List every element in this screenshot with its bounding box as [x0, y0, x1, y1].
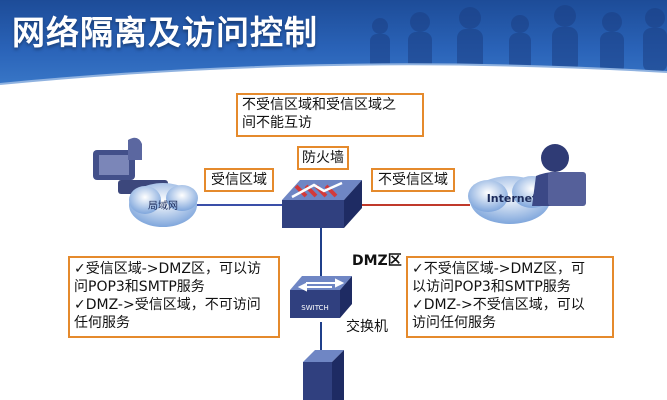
- header-banner: 网络隔离及访问控制: [0, 0, 667, 90]
- trusted-zone-box: 受信区域: [204, 168, 274, 192]
- left-rule-line-1: ✓受信区域->DMZ区，可以访: [74, 261, 261, 277]
- right-rules-box: ✓不受信区域->DMZ区，可 以访问POP3和SMTP服务 ✓DMZ->不受信区…: [406, 256, 614, 338]
- right-rule-line-2: 以访问POP3和SMTP服务: [412, 279, 571, 295]
- untrusted-zone-label: 不受信区域: [378, 172, 448, 188]
- internet-user-icon: [532, 144, 586, 206]
- top-note-line-1: 不受信区域和受信区域之: [242, 97, 396, 113]
- left-rules-box: ✓受信区域->DMZ区，可以访 问POP3和SMTP服务 ✓DMZ->受信区域，…: [68, 256, 280, 338]
- firewall-label-box: 防火墙: [297, 146, 349, 170]
- untrusted-zone-box: 不受信区域: [371, 168, 455, 192]
- switch-label: 交换机: [346, 319, 388, 335]
- left-rule-line-4: 任何服务: [74, 315, 130, 331]
- top-note-line-2: 间不能互访: [242, 115, 312, 131]
- switch-icon: [290, 276, 352, 318]
- dmz-label: DMZ区: [352, 253, 402, 269]
- server-icon: [303, 350, 344, 400]
- lan-cloud-label: 局域网: [148, 199, 178, 212]
- right-rule-line-4: 访问任何服务: [412, 315, 496, 331]
- banner-curve: [0, 63, 667, 90]
- firewall-label: 防火墙: [302, 150, 344, 166]
- firewall-icon: [282, 180, 362, 228]
- right-rule-line-3: ✓DMZ->不受信区域，可以: [412, 297, 585, 313]
- left-rule-line-3: ✓DMZ->受信区域，不可访问: [74, 297, 261, 313]
- lan-cloud-icon: [129, 183, 198, 227]
- top-note-box: 不受信区域和受信区域之 间不能互访: [236, 93, 424, 137]
- page-title: 网络隔离及访问控制: [12, 13, 318, 52]
- crowd-silhouette-background: [370, 5, 667, 74]
- switch-device-text: SWITCH: [301, 304, 328, 312]
- internet-cloud-label: Internet: [487, 192, 538, 205]
- trusted-zone-label: 受信区域: [211, 172, 267, 188]
- right-rule-line-1: ✓不受信区域->DMZ区，可: [412, 261, 585, 277]
- left-rule-line-2: 问POP3和SMTP服务: [74, 279, 205, 295]
